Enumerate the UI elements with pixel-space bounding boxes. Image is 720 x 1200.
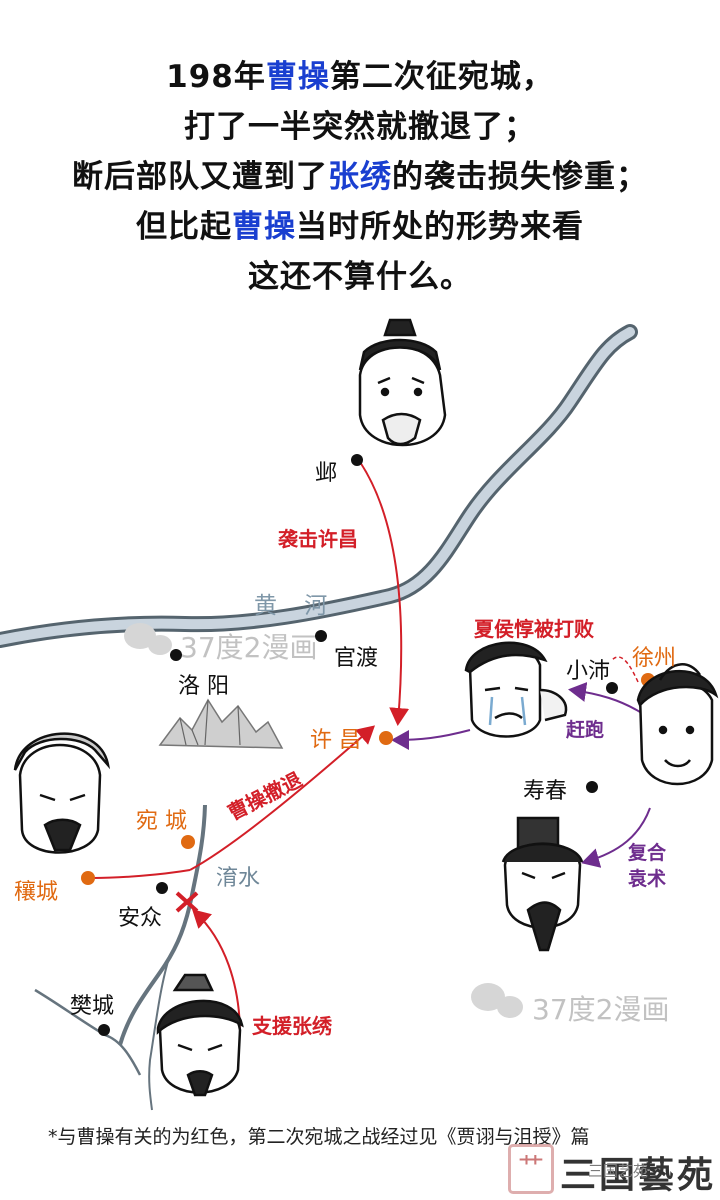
city-anzhong: 安众 <box>118 906 163 931</box>
arrow-attack-xuchang <box>359 461 410 726</box>
yu-river-branch <box>148 954 171 1111</box>
city-xuzhou: 徐州 <box>632 646 677 671</box>
yellow-river-label: 黄 河 <box>254 593 338 619</box>
luoyang-dot <box>170 649 182 661</box>
battle-cross-icon <box>175 891 199 913</box>
city-shouchun: 寿春 <box>523 779 568 804</box>
zhangxiu-portrait-icon <box>13 732 111 854</box>
yu-river <box>118 804 207 1046</box>
ye-dot <box>351 454 363 466</box>
caocao-highlight: 曹操 <box>265 59 330 95</box>
brand-sub: 三国艺苑 <box>588 1162 649 1180</box>
city-wancheng: 宛 城 <box>136 809 187 834</box>
arrow-caocao-retreat <box>189 725 376 871</box>
wancheng-dot <box>181 835 195 849</box>
intro-line-3: 断后部队又遭到了张绣的袭击损失惨重； <box>72 159 648 195</box>
intro-line-4: 但比起曹操当时所处的形势来看 <box>136 209 584 245</box>
guandu-dot <box>315 630 327 642</box>
intro-line-2: 打了一半突然就撤退了； <box>184 109 536 145</box>
city-luoyang: 洛 阳 <box>178 674 229 699</box>
xuchang-dot <box>379 731 393 745</box>
mountains-icon <box>158 698 284 749</box>
city-rangcheng: 穰城 <box>14 880 59 905</box>
yuanshao-portrait-icon <box>358 318 447 447</box>
shouchun-dot <box>586 781 598 793</box>
event-xiahoudun-defeated: 夏侯惇被打败 <box>474 617 594 641</box>
city-fancheng: 樊城 <box>70 994 115 1019</box>
arrow-flee <box>568 682 641 713</box>
caocao-highlight: 曹操 <box>232 209 296 245</box>
brand-logo: 三国藝苑 <box>560 1155 717 1196</box>
xiahoudun-portrait-icon <box>464 641 568 738</box>
city-xuchang: 许 昌 <box>310 728 361 753</box>
zhangxiu-highlight: 张绣 <box>328 159 392 195</box>
lubu-portrait-icon <box>636 663 719 786</box>
event-ally-yuanshu: 复合 袁术 <box>628 842 667 890</box>
fancheng-dot <box>98 1024 110 1036</box>
wechat-watermark-icon <box>124 623 523 1018</box>
watermark-2: 37度2漫画 <box>532 993 670 1026</box>
caocao-portrait-icon <box>156 973 244 1097</box>
yu-river-label: 淯水 <box>216 866 261 891</box>
brand-seal-icon: 艹 <box>508 1144 554 1194</box>
arrow-ally-yuanshu <box>581 807 651 868</box>
event-support-zhangxiu: 支援张绣 <box>252 1014 332 1038</box>
event-flee: 赶跑 <box>566 719 605 741</box>
arrow-xuzhou-xiaopei <box>611 656 639 683</box>
intro-text: 198年曹操第二次征宛城， 打了一半突然就撤退了； 断后部队又遭到了张绣的袭击损… <box>0 52 720 302</box>
anzhong-dot <box>156 882 168 894</box>
city-xiaopei: 小沛 <box>566 659 611 684</box>
intro-line-1: 198年曹操第二次征宛城， <box>166 59 554 95</box>
intro-line-5: 这还不算什么。 <box>248 259 472 295</box>
event-attack-xuchang: 袭击许昌 <box>278 527 358 551</box>
yuanshu-portrait-icon <box>501 816 584 952</box>
watermark-1: 37度2漫画 <box>180 631 318 664</box>
xiaopei-dot <box>606 682 618 694</box>
rangcheng-dot <box>81 871 95 885</box>
arrow-to-rangcheng <box>92 869 191 879</box>
city-guandu: 官渡 <box>334 646 379 671</box>
footnote: *与曹操有关的为红色，第二次宛城之战经过见《贾诩与沮授》篇 <box>48 1126 590 1148</box>
city-ye: 邺 <box>315 461 338 486</box>
arrow-to-xuchang <box>391 729 471 750</box>
